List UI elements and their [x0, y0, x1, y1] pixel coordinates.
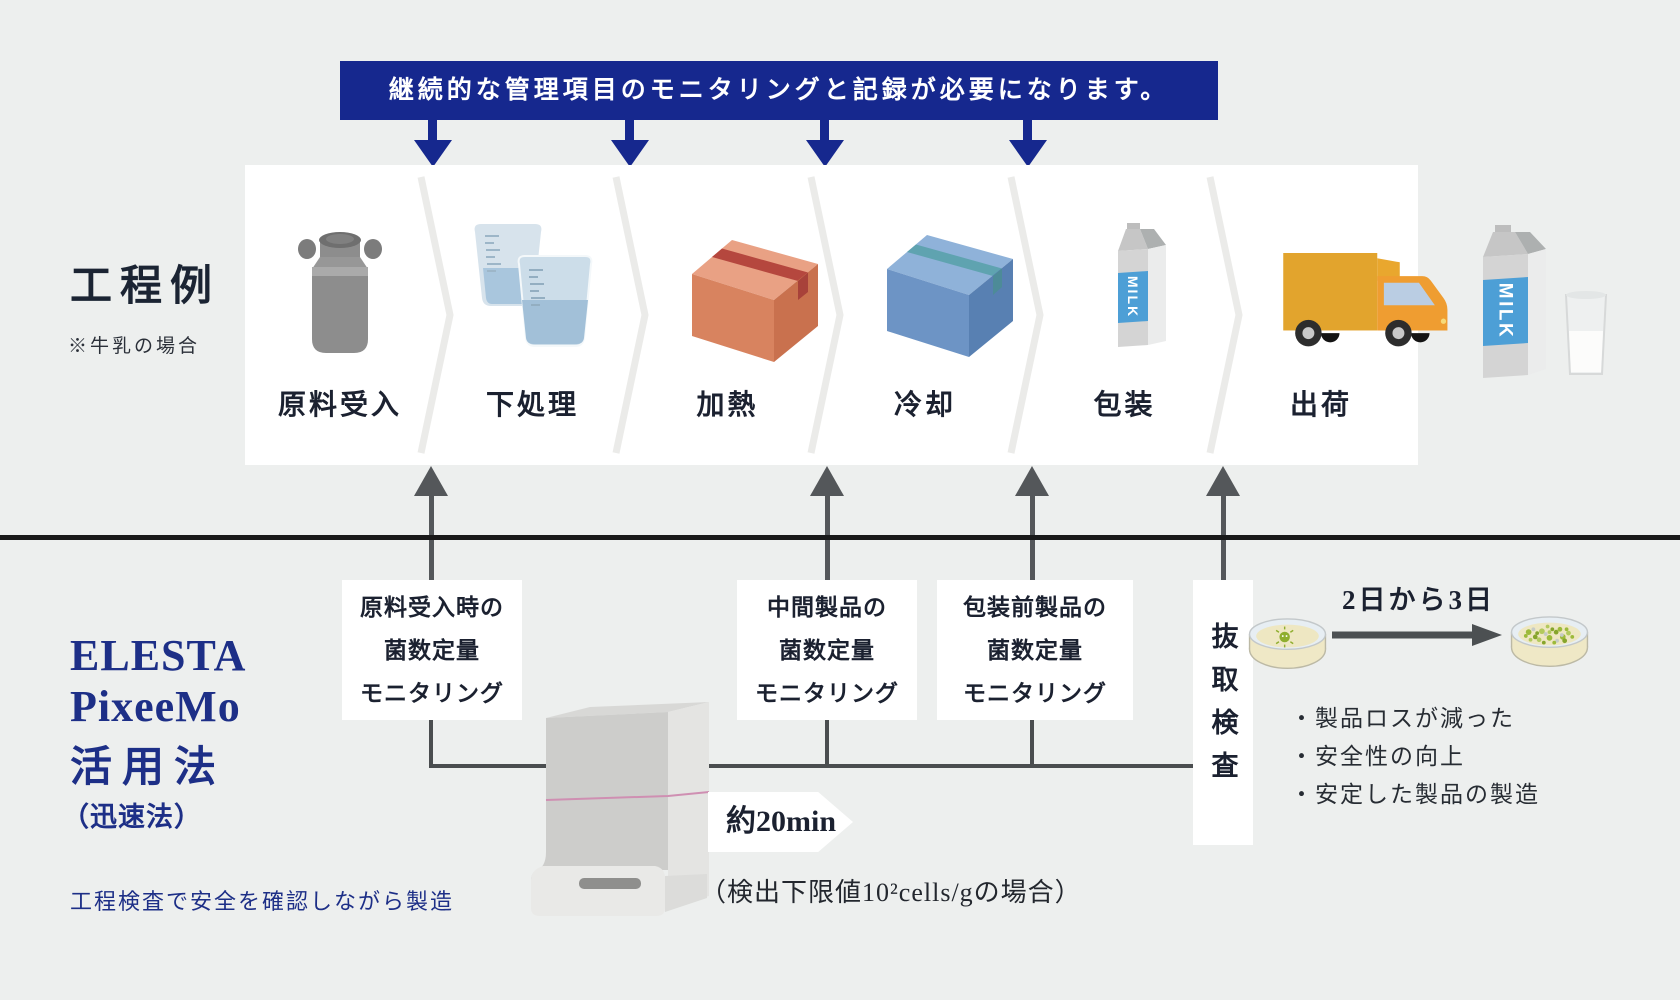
cardboard-box-blue-icon: [887, 235, 1013, 357]
monitoring-line: 中間製品の: [767, 593, 887, 620]
up-arrow-2-head: [810, 466, 844, 496]
up-arrow-1-head: [414, 466, 448, 496]
milk-label-text: MILK: [1495, 283, 1516, 339]
cardboard-box-orange-icon: [692, 240, 818, 362]
connector-v2: [825, 718, 829, 768]
step-label: 冷却: [893, 389, 956, 420]
brand-usage: 活用法: [70, 745, 227, 791]
benefit-item: ・安定した製品の製造: [1290, 782, 1540, 807]
petri-dish-single-icon: [1248, 618, 1327, 670]
process-example-note: ※牛乳の場合: [68, 336, 201, 357]
brand-pixeemo: PixeeMo: [70, 682, 241, 731]
down-arrow-2: [625, 119, 634, 141]
monitoring-box-intermediate: 中間製品の 菌数定量 モニタリング: [737, 580, 917, 720]
down-arrow-3-head: [806, 140, 844, 167]
brand-rapid-method: （迅速法）: [62, 802, 202, 832]
step-heating: 加熱: [630, 165, 825, 465]
chevron-separators: [417, 176, 1243, 454]
step-label: 原料受入: [277, 389, 402, 420]
benefit-item: ・安全性の向上: [1290, 744, 1465, 769]
section-divider: [0, 535, 1680, 540]
monitoring-line: 菌数定量: [384, 636, 480, 663]
sampling-inspection-box: 抜取検査: [1193, 580, 1253, 845]
down-arrow-4-head: [1009, 140, 1047, 167]
brand-elesta: ELESTA: [70, 631, 247, 680]
connector-bus: [429, 764, 1193, 768]
connector-v3: [1030, 718, 1034, 768]
milk-carton-icon: MILK: [1118, 223, 1166, 347]
monitoring-line: 菌数定量: [987, 636, 1083, 663]
microbe-icon: [1275, 626, 1294, 648]
analyzer-machine-icon: [531, 702, 710, 916]
step-packaging: MILK 包装: [1025, 165, 1224, 465]
rapid-time-badge: 約20min: [708, 792, 853, 852]
step-label: 出荷: [1289, 389, 1352, 420]
step-shipping: 出荷: [1224, 165, 1448, 465]
monitoring-line: 菌数定量: [779, 636, 875, 663]
step-cooling: 冷却: [825, 165, 1025, 465]
down-arrow-1-head: [414, 140, 452, 167]
monitoring-line: モニタリング: [963, 679, 1107, 706]
step-label: 包装: [1093, 389, 1156, 420]
monitoring-line: 原料受入時の: [360, 593, 504, 620]
monitoring-line: 包装前製品の: [963, 593, 1107, 620]
brand-tagline: 工程検査で安全を確認しながら製造: [70, 889, 455, 914]
up-arrow-4-head: [1206, 466, 1240, 496]
culture-arrow: [1332, 624, 1502, 646]
petri-dish-colonies-icon: [1510, 616, 1589, 668]
down-arrow-4: [1023, 119, 1032, 141]
glass-of-milk-icon: [1564, 291, 1608, 375]
product-carton-and-glass-icon: MILK: [1483, 225, 1608, 378]
monitoring-line: モニタリング: [360, 679, 504, 706]
culture-duration-label: 2日から3日: [1342, 585, 1495, 615]
process-example-title: 工程例: [70, 264, 221, 310]
top-banner: 継続的な管理項目のモニタリングと記録が必要になります。: [340, 61, 1218, 120]
milk-can-icon: [298, 232, 382, 353]
step-label: 加熱: [696, 389, 759, 420]
monitoring-box-pre-packaging: 包装前製品の 菌数定量 モニタリング: [937, 580, 1133, 720]
up-arrow-3-head: [1015, 466, 1049, 496]
step-raw-material-receiving: 原料受入: [245, 165, 435, 465]
connector-v1: [429, 718, 433, 768]
delivery-truck-icon: [1283, 253, 1448, 347]
down-arrow-2-head: [611, 140, 649, 167]
step-pretreatment: 下処理: [435, 165, 630, 465]
detection-limit-note: （検出下限値10²cells/gの場合）: [700, 878, 1082, 907]
monitoring-line: モニタリング: [755, 679, 899, 706]
sampling-inspection-label: 抜取検査: [1207, 622, 1238, 794]
milk-label-text: MILK: [1125, 276, 1141, 318]
process-band: 原料受入: [245, 165, 1448, 465]
benefit-item: ・製品ロスが減った: [1290, 706, 1515, 731]
colonies: [1523, 624, 1575, 645]
down-arrow-3: [820, 119, 829, 141]
down-arrow-1: [428, 119, 437, 141]
monitoring-box-raw-material: 原料受入時の 菌数定量 モニタリング: [342, 580, 522, 720]
step-label: 下処理: [485, 389, 579, 420]
beakers-icon: [474, 224, 593, 347]
benefits-list: ・製品ロスが減った ・安全性の向上 ・安定した製品の製造: [1290, 700, 1540, 814]
